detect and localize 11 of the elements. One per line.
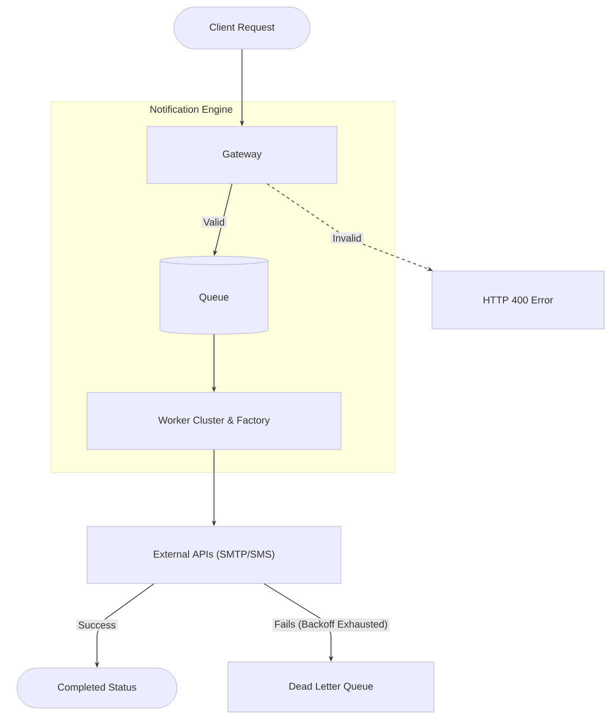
terminal-node: Completed Status <box>16 668 178 708</box>
process-box: HTTP 400 Error <box>432 270 604 330</box>
process-box: External APIs (SMTP/SMS) <box>86 526 342 584</box>
edge-label: Invalid <box>330 232 364 244</box>
process-box: Gateway <box>146 126 338 184</box>
queue-cylinder: Queue <box>160 256 268 334</box>
process-box: Dead Letter Queue <box>228 662 434 712</box>
process-box: Worker Cluster & Factory <box>86 392 342 450</box>
terminal-node: Client Request <box>174 6 310 50</box>
edge-label: Success <box>76 619 118 631</box>
edge-label: Fails (Backoff Exhausted) <box>272 618 390 632</box>
